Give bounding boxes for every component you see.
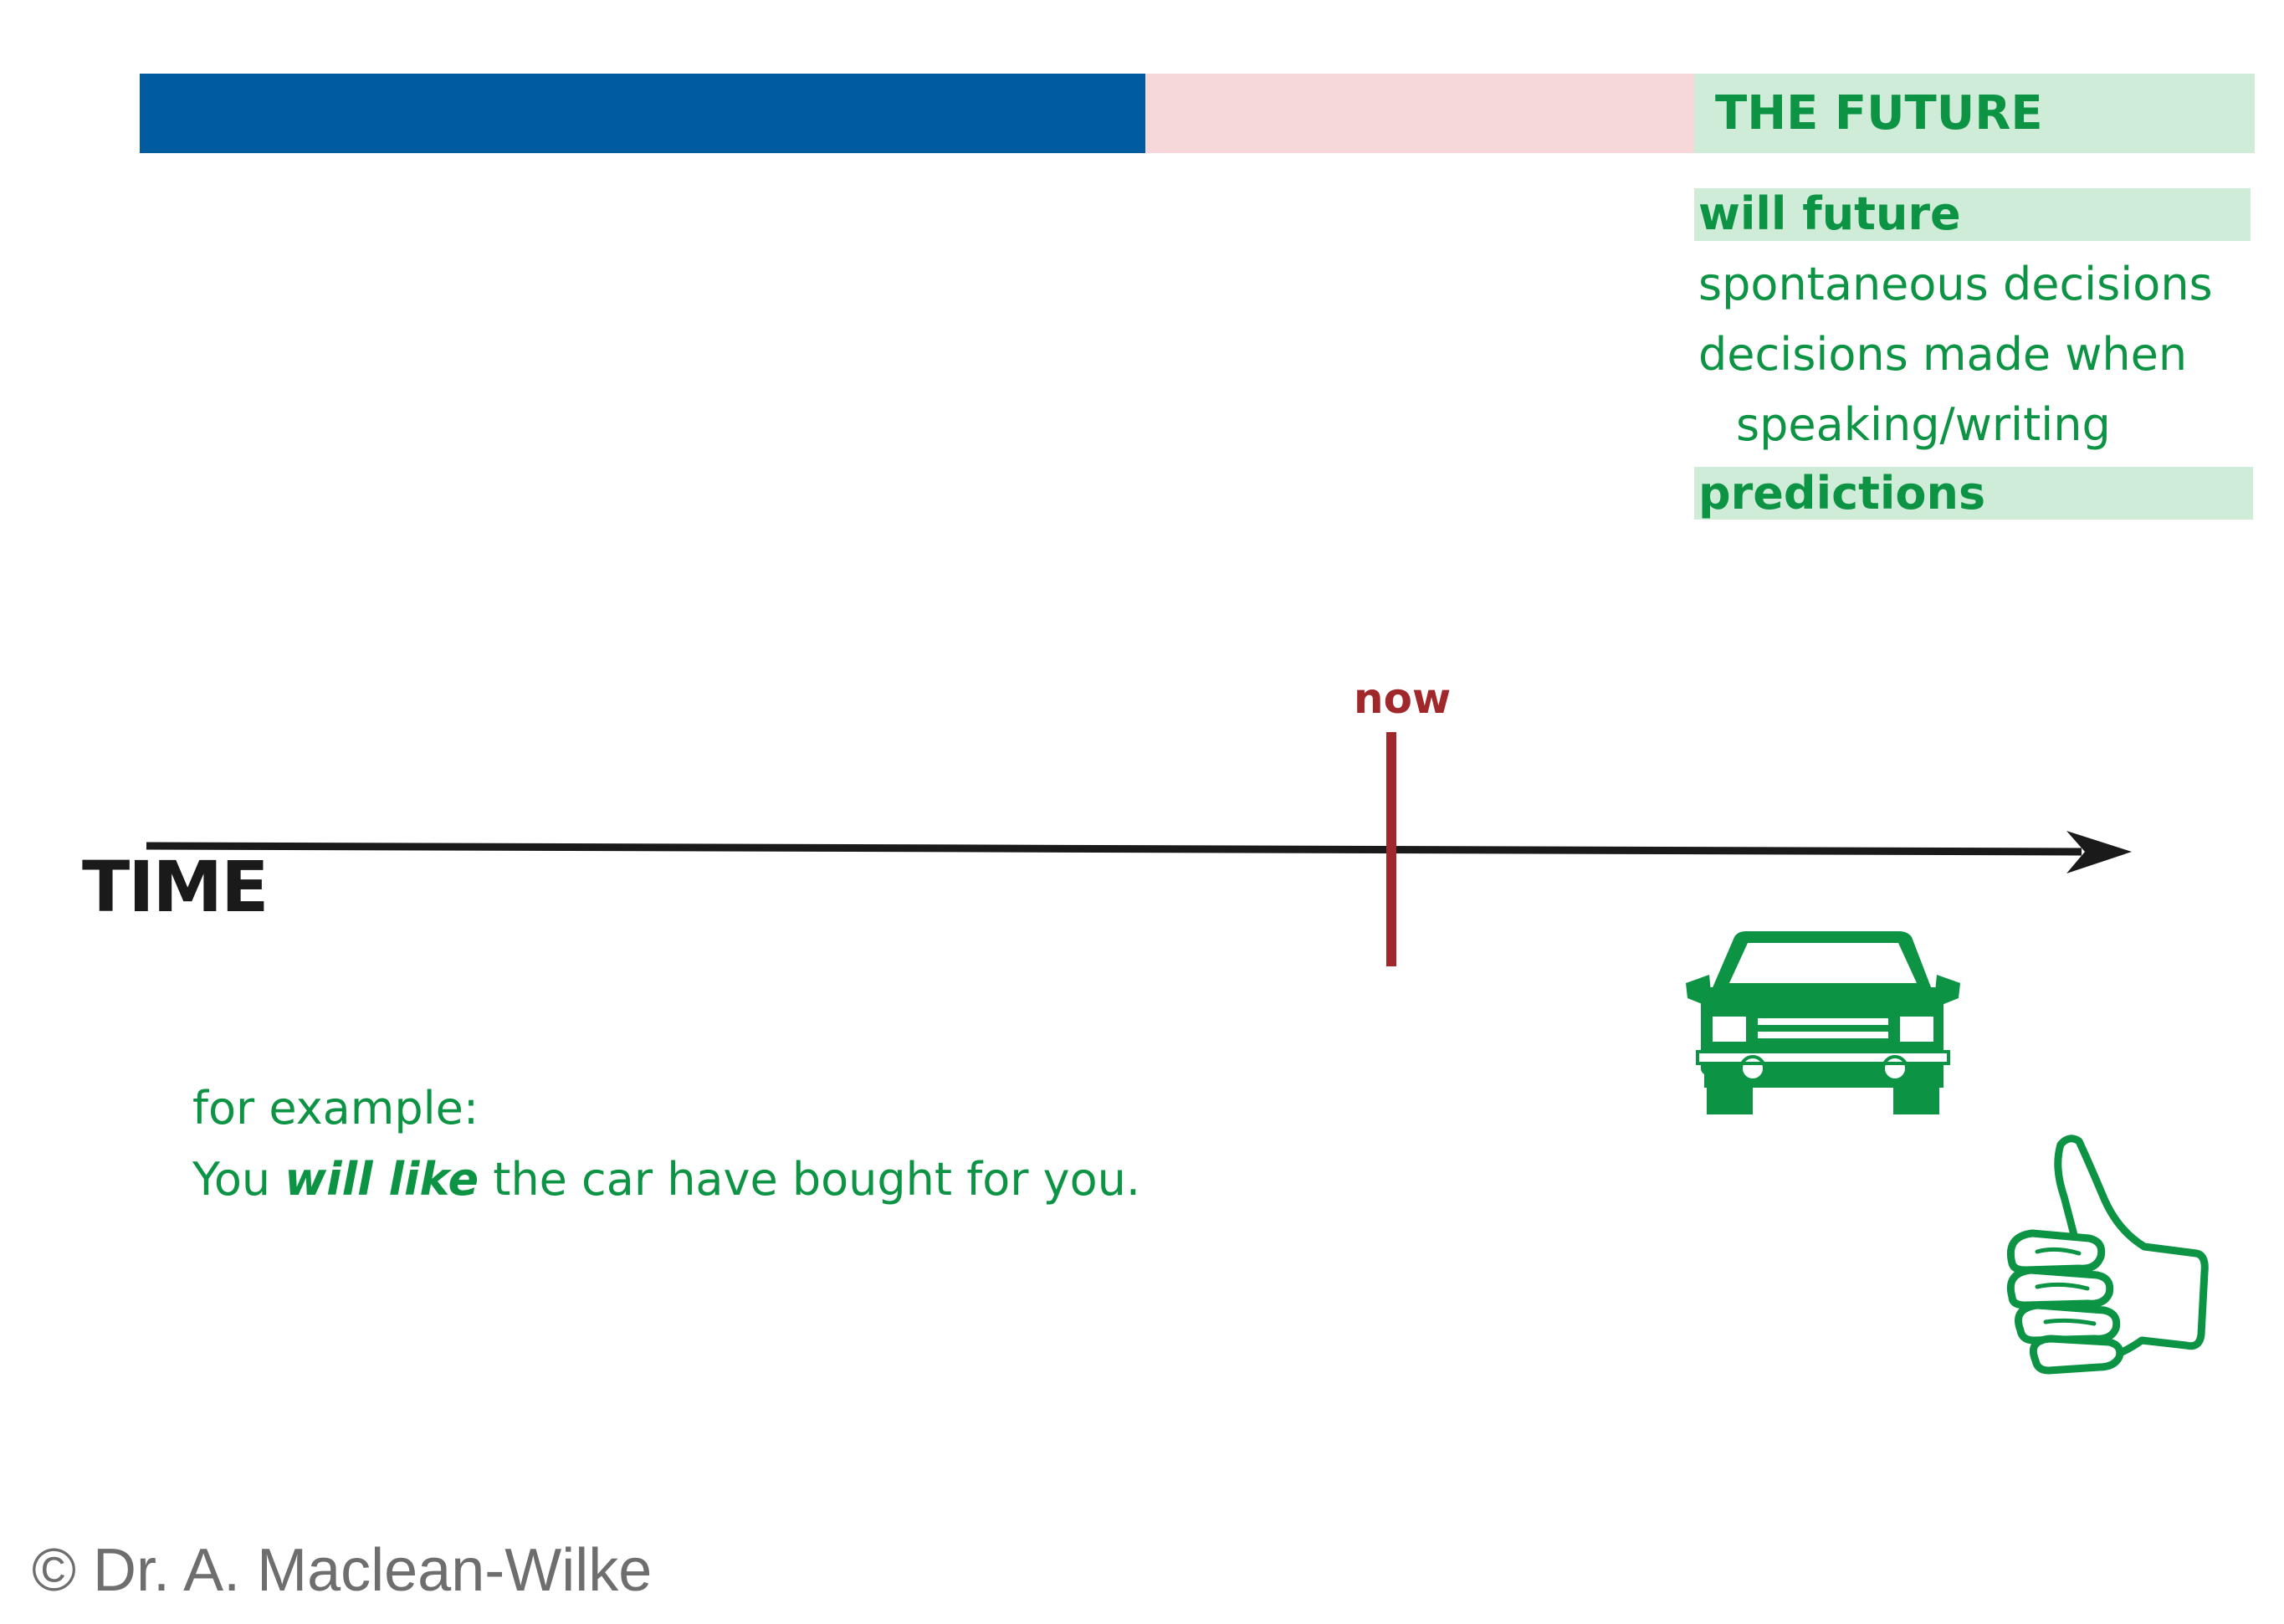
thumbs-up-icon [2006, 1135, 2209, 1375]
past-bar [140, 74, 1145, 153]
future-bar [1694, 74, 2255, 153]
present-bar [1145, 74, 1694, 153]
sentence-start: You [192, 1153, 285, 1206]
will-future-label: will future [1698, 187, 1961, 240]
example-sentence: You will like the car have bought for yo… [192, 1146, 1140, 1213]
now-label: now [1354, 674, 1452, 723]
copyright-notice: © Dr. A. Maclean-Wilke [32, 1537, 653, 1604]
time-arrowhead [2066, 831, 2132, 873]
sentence-verb: will like [284, 1153, 479, 1206]
time-axis [146, 842, 2082, 856]
predictions-label: predictions [1698, 467, 1986, 520]
car-icon [1686, 931, 1960, 1114]
example-intro: for example: [192, 1082, 479, 1135]
future-title: THE FUTURE [1715, 86, 2043, 141]
sentence-end: the car have bought for you. [479, 1153, 1141, 1206]
will-future-highlight [1694, 188, 2251, 241]
time-label: TIME [82, 846, 269, 928]
speaking-writing-label: speaking/writing [1736, 398, 2111, 451]
spontaneous-decisions-label: spontaneous decisions [1698, 258, 2213, 310]
predictions-highlight [1694, 467, 2253, 520]
decisions-made-when-label: decisions made when [1698, 328, 2188, 381]
